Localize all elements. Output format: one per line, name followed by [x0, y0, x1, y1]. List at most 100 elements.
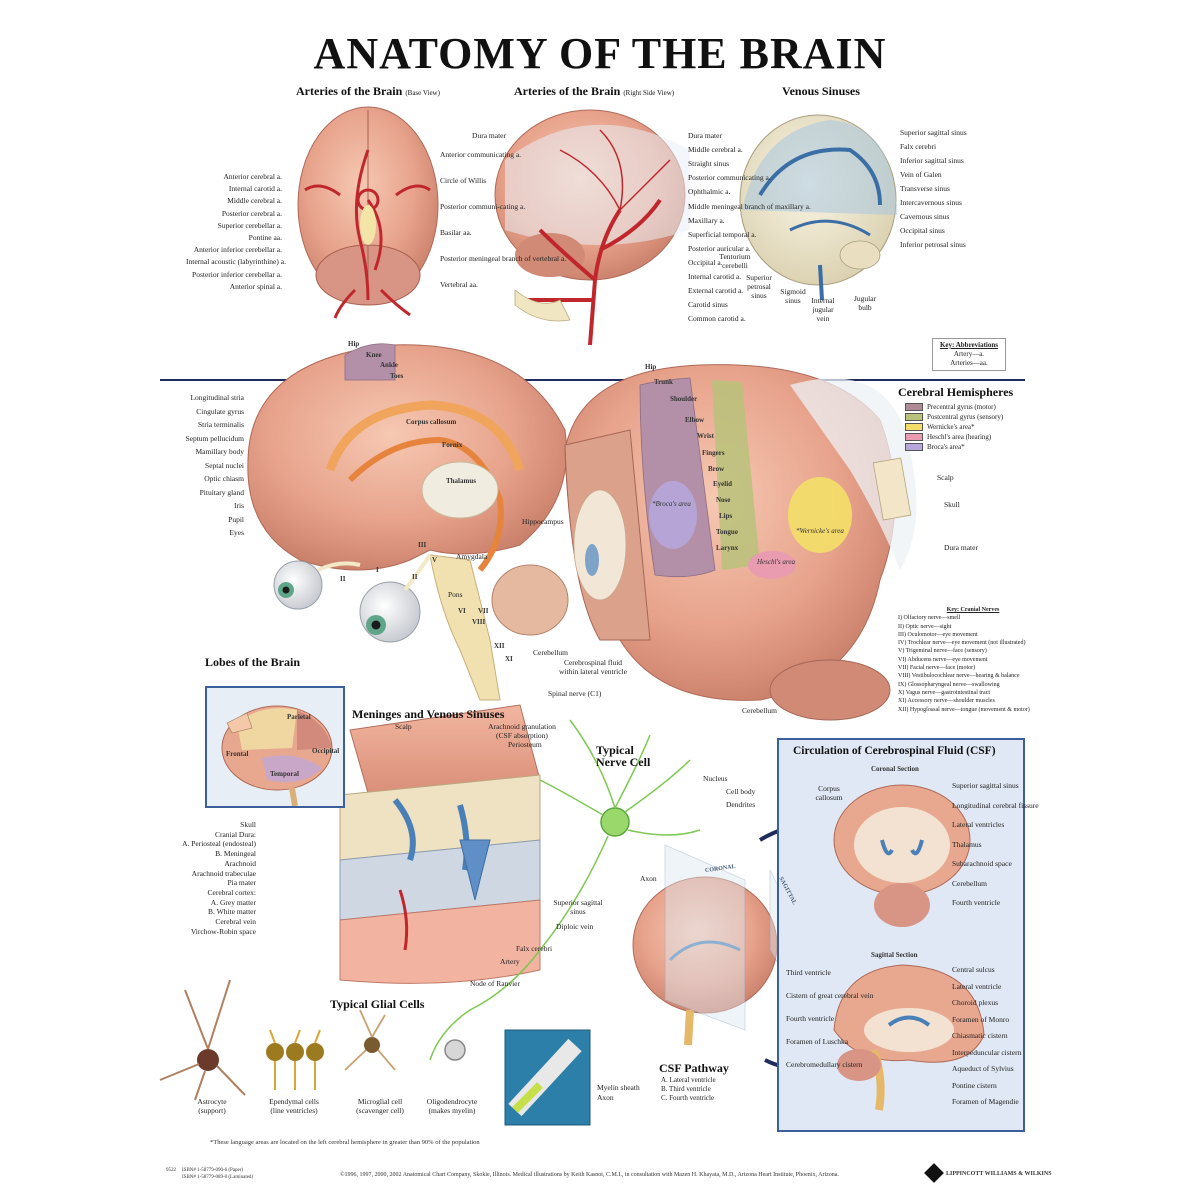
cerebral-hemisphere-illustration — [564, 364, 917, 721]
glial-cell-name: Oligodendrocyte — [426, 1097, 478, 1106]
cranial-nerve-row: XII) Hypoglossal nerve—tongue (movement … — [898, 706, 1030, 713]
lobe-label-temporal: Temporal — [270, 770, 299, 778]
hemispheres-legend-item: Heschl's area (hearing) — [905, 432, 1003, 442]
nerve-numeral-5: VI — [458, 607, 466, 615]
cranial-nerve-row: VII) Facial nerve—face (motor) — [898, 665, 976, 672]
isbn-laminated: ISBN# 1-58779-089-0 (Laminated) — [182, 1175, 254, 1180]
meninges-left-label-6: Pia mater — [227, 878, 256, 888]
arteries-base-right-label-0: Anterior communicating a. — [440, 150, 522, 159]
cranial-nerve-row: VI) Abducens nerve—eye movement — [898, 656, 988, 663]
language-area-footnote: *These language areas are located on the… — [210, 1139, 480, 1146]
nerve-numeral-2: II — [412, 573, 418, 581]
key-abbreviations: Key: Abbreviations Artery—a. Arteries—aa… — [932, 338, 1006, 371]
arteries-base-right-label-5: Vertebral aa. — [440, 280, 478, 289]
cranial-nerve-row: VIII) Vestibulocochlear nerve—hearing & … — [898, 673, 1020, 680]
venous-sinuses-bottom-label-4: Jugular bulb — [853, 294, 877, 312]
venous-sinuses-right-label-6: Cavernous sinus — [900, 212, 950, 221]
meninges-left-label-2: A. Periosteal (endosteal) — [182, 839, 256, 849]
homunculus-label-9: Lips — [719, 512, 733, 520]
cell-body-label: Cell body — [726, 787, 756, 796]
diploic-vein-label: Diploic vein — [556, 922, 594, 931]
arteries-base-left-label-0: Anterior cerebral a. — [223, 172, 282, 181]
homunculus-ankle-top: Ankle — [380, 361, 398, 369]
legend-swatch — [905, 433, 923, 441]
midsagittal-left-label-6: Optic chiasm — [204, 474, 244, 483]
glial-cell-note: (support) — [198, 1106, 226, 1115]
arteries-base-right-label-3: Basilar aa. — [440, 228, 472, 237]
myelin-axon-label: Axon — [597, 1093, 614, 1102]
glial-cell-note: (scavenger cell) — [356, 1106, 404, 1115]
dura-mater-label: Dura mater — [944, 543, 978, 552]
coronal-right-label-0: Superior sagittal sinus — [952, 781, 1019, 790]
sagittal-left-label-2: Fourth ventricle — [786, 1014, 835, 1023]
legend-label: Wernicke's area* — [927, 422, 975, 431]
homunculus-knee-top: Knee — [366, 351, 382, 359]
midsagittal-brain-illustration — [247, 343, 569, 701]
nerve-numeral-7: VIII — [472, 618, 486, 626]
cerebellum-mid-label: Cerebellum — [533, 648, 568, 657]
hemispheres-legend: Precentral gyrus (motor)Postcentral gyru… — [905, 402, 1003, 452]
homunculus-label-4: Wrist — [697, 432, 714, 440]
isbn-paper: ISBN# 1-58779-090-6 (Paper) — [182, 1168, 244, 1173]
midsagittal-left-label-4: Mamillary body — [195, 447, 244, 456]
midsagittal-left-label-7: Pituitary gland — [199, 487, 244, 497]
key-cranial-nerves: Key: Cranial Nerves I) Olfactory nerve—sm… — [898, 606, 1048, 714]
arteries-side-right-label-9: Occipital a. — [688, 257, 723, 267]
venous-sinuses-bottom-label-3: Internal jugular vein — [811, 296, 835, 323]
nerve-numeral-4: V — [432, 556, 438, 564]
venous-sinuses-illustration — [739, 114, 897, 301]
midsagittal-left-label-3: Septum pellucidum — [185, 433, 244, 443]
publisher-name: LIPPINCOTT WILLIAMS & WILKINS — [946, 1171, 1052, 1177]
superior-sagittal-sinus-label: Superior sagittal sinus — [553, 898, 603, 916]
csf-pathway-row: B. Third ventricle — [661, 1085, 711, 1093]
coronal-corpus-callosum-label: Corpus callosum — [815, 784, 843, 802]
key-cranial-title: Key: Cranial Nerves — [946, 607, 1000, 613]
spinal-nerve-label: Spinal nerve (C1) — [548, 689, 602, 698]
sagittal-right-label-6: Aqueduct of Sylvius — [952, 1064, 1014, 1073]
legend-swatch — [905, 413, 923, 421]
nerve-cell-illustration — [429, 719, 701, 1061]
node-of-ranvier-label: Node of Ranvier — [470, 979, 520, 988]
copyright: ©1996, 1997, 2000, 2002 Anatomical Chart… — [340, 1172, 839, 1178]
legend-swatch — [905, 443, 923, 451]
coronal-section-heading: Coronal Section — [871, 765, 919, 773]
lobe-label-occipital: Occipital — [312, 747, 340, 755]
wernicke-area-label: *Wernicke's area — [796, 527, 844, 535]
arteries-base-right-label-2: Posterior communi-cating a. — [440, 202, 526, 211]
glial-cell-label: Astrocyte(support) — [180, 1097, 244, 1115]
myelin-inset-illustration — [504, 1029, 591, 1126]
coronal-right-label-3: Thalamus — [952, 839, 982, 849]
arteries-side-right-label-10: Internal carotid a. — [688, 272, 742, 281]
midsagittal-left-label-8: Iris — [234, 501, 244, 510]
arteries-base-heading: Arteries of the Brain (Base View) — [296, 84, 440, 98]
csf-pathway-row: C. Fourth ventricle — [661, 1094, 715, 1102]
arteries-side-right-label-5: Middle meningeal branch of maxillary a. — [688, 201, 811, 211]
cranial-nerve-row: I) Olfactory nerve—smell — [898, 615, 961, 622]
meninges-left-label-4: Arachnoid — [224, 858, 256, 868]
midsagittal-left-label-0: Longitudinal stria — [190, 393, 244, 402]
csf-circulation-heading: Circulation of Cerebrospinal Fluid (CSF) — [793, 745, 996, 757]
poster-title: ANATOMY OF THE BRAIN — [313, 29, 887, 78]
arteries-base-left-label-2: Middle cerebral a. — [227, 196, 282, 206]
venous-sinuses-right-label-7: Occipital sinus — [900, 226, 945, 235]
glial-cell-note: (makes myelin) — [428, 1106, 476, 1115]
arteries-base-left-label-1: Internal carotid a. — [228, 184, 282, 194]
arteries-base-left-label-4: Superior cerebellar a. — [217, 220, 282, 230]
sagittal-right-label-0: Central sulcus — [952, 965, 995, 974]
homunculus-label-6: Brow — [708, 465, 725, 473]
meninges-heading: Meninges and Venous Sinuses — [352, 707, 505, 721]
venous-sinuses-right-label-2: Inferior sagittal sinus — [900, 156, 964, 165]
lobe-label-parietal: Parietal — [287, 713, 311, 721]
meninges-block-illustration — [339, 704, 541, 984]
homunculus-label-7: Eyelid — [713, 480, 733, 488]
venous-sinuses-right-label-0: Superior sagittal sinus — [900, 128, 967, 137]
sagittal-left-label-3: Foramen of Luschka — [786, 1037, 849, 1046]
venous-sinuses-right-label-8: Inferior petrosal sinus — [900, 240, 966, 249]
arteries-side-right-label-0: Dura mater — [688, 131, 722, 140]
cranial-nerve-row: IX) Glossopharyngeal nerve—swallowing — [898, 681, 1000, 688]
homunculus-label-0: Hip — [645, 363, 657, 371]
hemispheres-legend-item: Wernicke's area* — [905, 422, 1003, 432]
hemispheres-legend-item: Precentral gyrus (motor) — [905, 402, 1003, 412]
nerve-numeral-6: VII — [478, 607, 489, 615]
arteries-base-left-label-7: Internal acoustic (labyrinthine) a. — [186, 257, 286, 267]
